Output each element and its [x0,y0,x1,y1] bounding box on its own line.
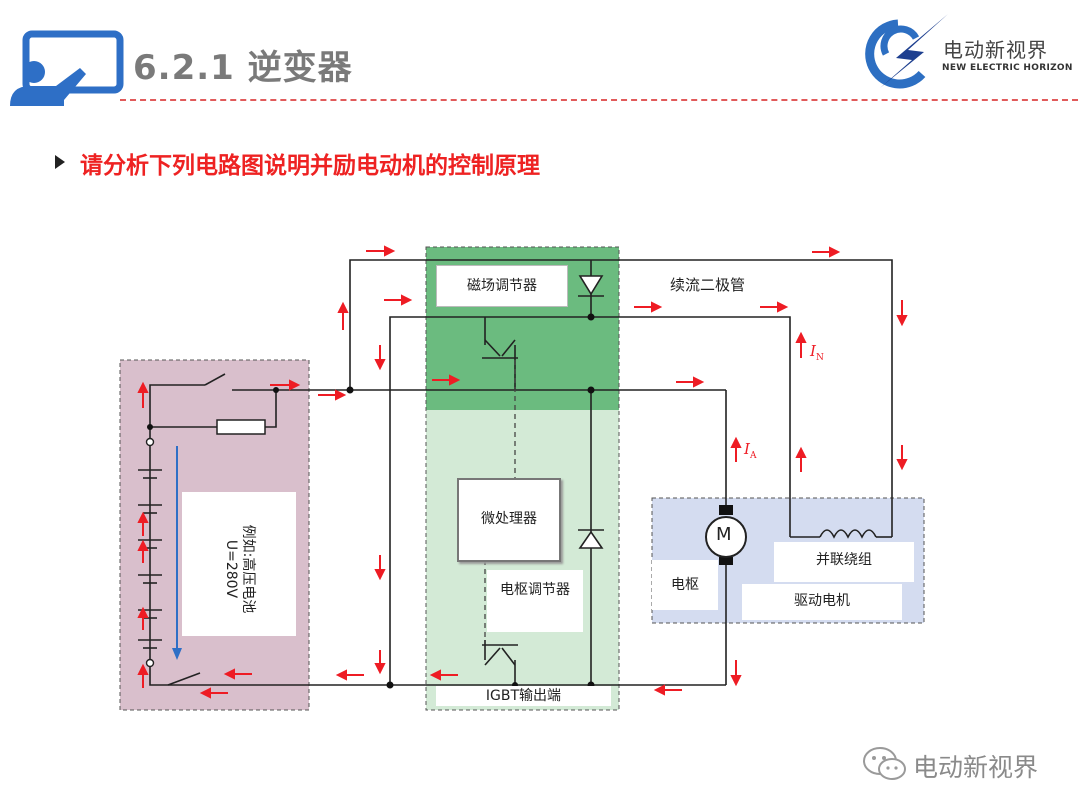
battery-note-box: 例如:高压电池U=280V [182,492,296,636]
battery-note-label: 例如:高压电池U=280V [223,524,256,614]
motor-symbol [705,516,747,558]
battery-switch-top [204,373,226,386]
armature-freewheel-diode [578,529,604,549]
brand-tagline: NEW ELECTRIC HORIZON [942,63,1073,73]
field-current-label: IN [810,342,824,363]
shunt-winding-label: 并联绕组 [816,552,872,568]
battery-terminal-bottom [145,658,155,668]
armature-label: 电枢 [671,577,699,593]
watermark-text: 电动新视界 [913,753,1039,782]
microprocessor-box: 微处理器 [457,478,561,562]
presentation-icon [10,30,124,106]
brand-logo-icon [865,14,948,89]
shunt-coil [819,529,877,539]
battery-top-wire [149,384,205,440]
question-text: 请分析下列电路图说明并励电动机的控制原理 [80,153,540,179]
battery-terminal-top [145,437,155,447]
field-regulator-label: 磁场调节器 [467,278,537,294]
field-igbt-symbol [482,339,518,359]
field-freewheel-diode [578,275,604,297]
shunt-winding-box: 并联绕组 [774,542,914,582]
precharge-resistor [216,419,266,435]
wechat-icon [863,747,906,780]
header-divider [120,99,1078,101]
freewheel-diode-label: 续流二极管 [670,276,746,294]
field-regulator-box: 磁场调节器 [436,265,568,307]
precharge-branch-right [265,390,277,428]
drive-motor-box: 驱动电机 [742,584,902,620]
armature-box: 电枢 [652,560,718,610]
motor-letter: M [716,524,732,545]
field-supply-wire [349,259,893,537]
bullet-arrow-icon [55,155,65,169]
drive-motor-label: 驱动电机 [794,593,850,609]
armature-current-label: IA [744,440,757,461]
motor-brush-top [719,505,733,515]
controller-panel-border [425,246,620,711]
armature-regulator-box: 电枢调节器 [487,570,583,632]
brand-name: 电动新视界 [943,38,1048,62]
battery-switch-bottom [167,672,201,686]
page-title: 6.2.1 逆变器 [133,48,353,88]
voltage-arrow-icon [172,648,182,660]
motor-brush-bottom [719,557,733,565]
battery-bottom-wire [149,663,208,686]
igbt-output-label: IGBT输出端 [436,686,611,706]
armature-regulator-label: 电枢调节器 [500,582,570,598]
microprocessor-label: 微处理器 [481,511,537,527]
armature-igbt-symbol [482,644,518,666]
